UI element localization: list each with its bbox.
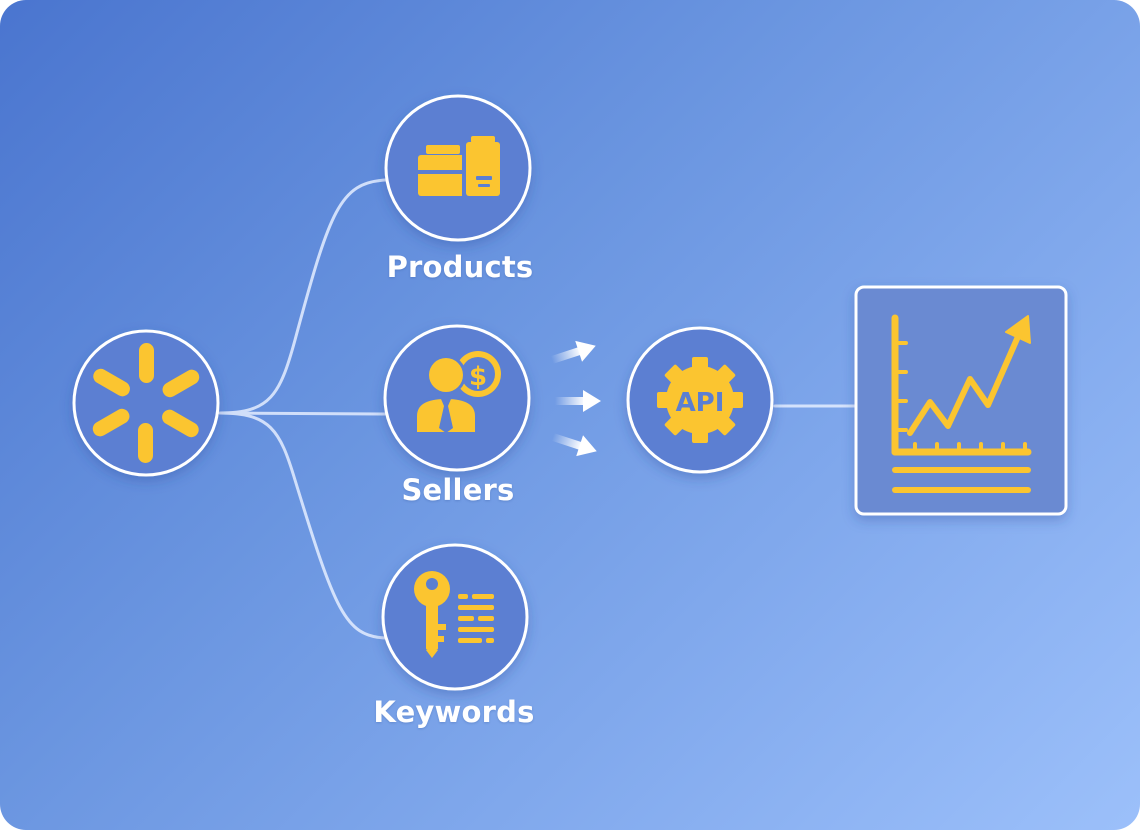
node-sellers: $: [383, 324, 531, 472]
flow-arrow-middle: [555, 390, 601, 412]
api-label: API: [676, 388, 725, 418]
node-api: API: [626, 326, 774, 474]
key-list-icon: [414, 571, 494, 658]
keywords-label: Keywords: [373, 695, 535, 729]
connector-lines: [218, 178, 857, 640]
products-label: Products: [386, 250, 534, 284]
node-source: [72, 329, 220, 477]
flow-arrows: [550, 340, 601, 457]
flow-arrow-bottom: [551, 433, 597, 457]
walmart-spark-icon: [92, 343, 200, 463]
node-products: [384, 94, 532, 242]
boxes-icon: [418, 136, 500, 196]
connector-source-products: [218, 178, 387, 415]
gear-icon: [657, 357, 743, 443]
connector-source-sellers: [218, 411, 387, 416]
chart-trend-icon: [891, 314, 1032, 493]
svg-text:$: $: [469, 362, 487, 392]
sellers-label: Sellers: [401, 473, 515, 507]
seller-dollar-icon: $: [414, 351, 501, 433]
node-output: [854, 285, 1068, 516]
connector-source-keywords: [218, 411, 387, 640]
node-keywords: [381, 543, 529, 691]
flow-arrow-top: [550, 340, 596, 364]
